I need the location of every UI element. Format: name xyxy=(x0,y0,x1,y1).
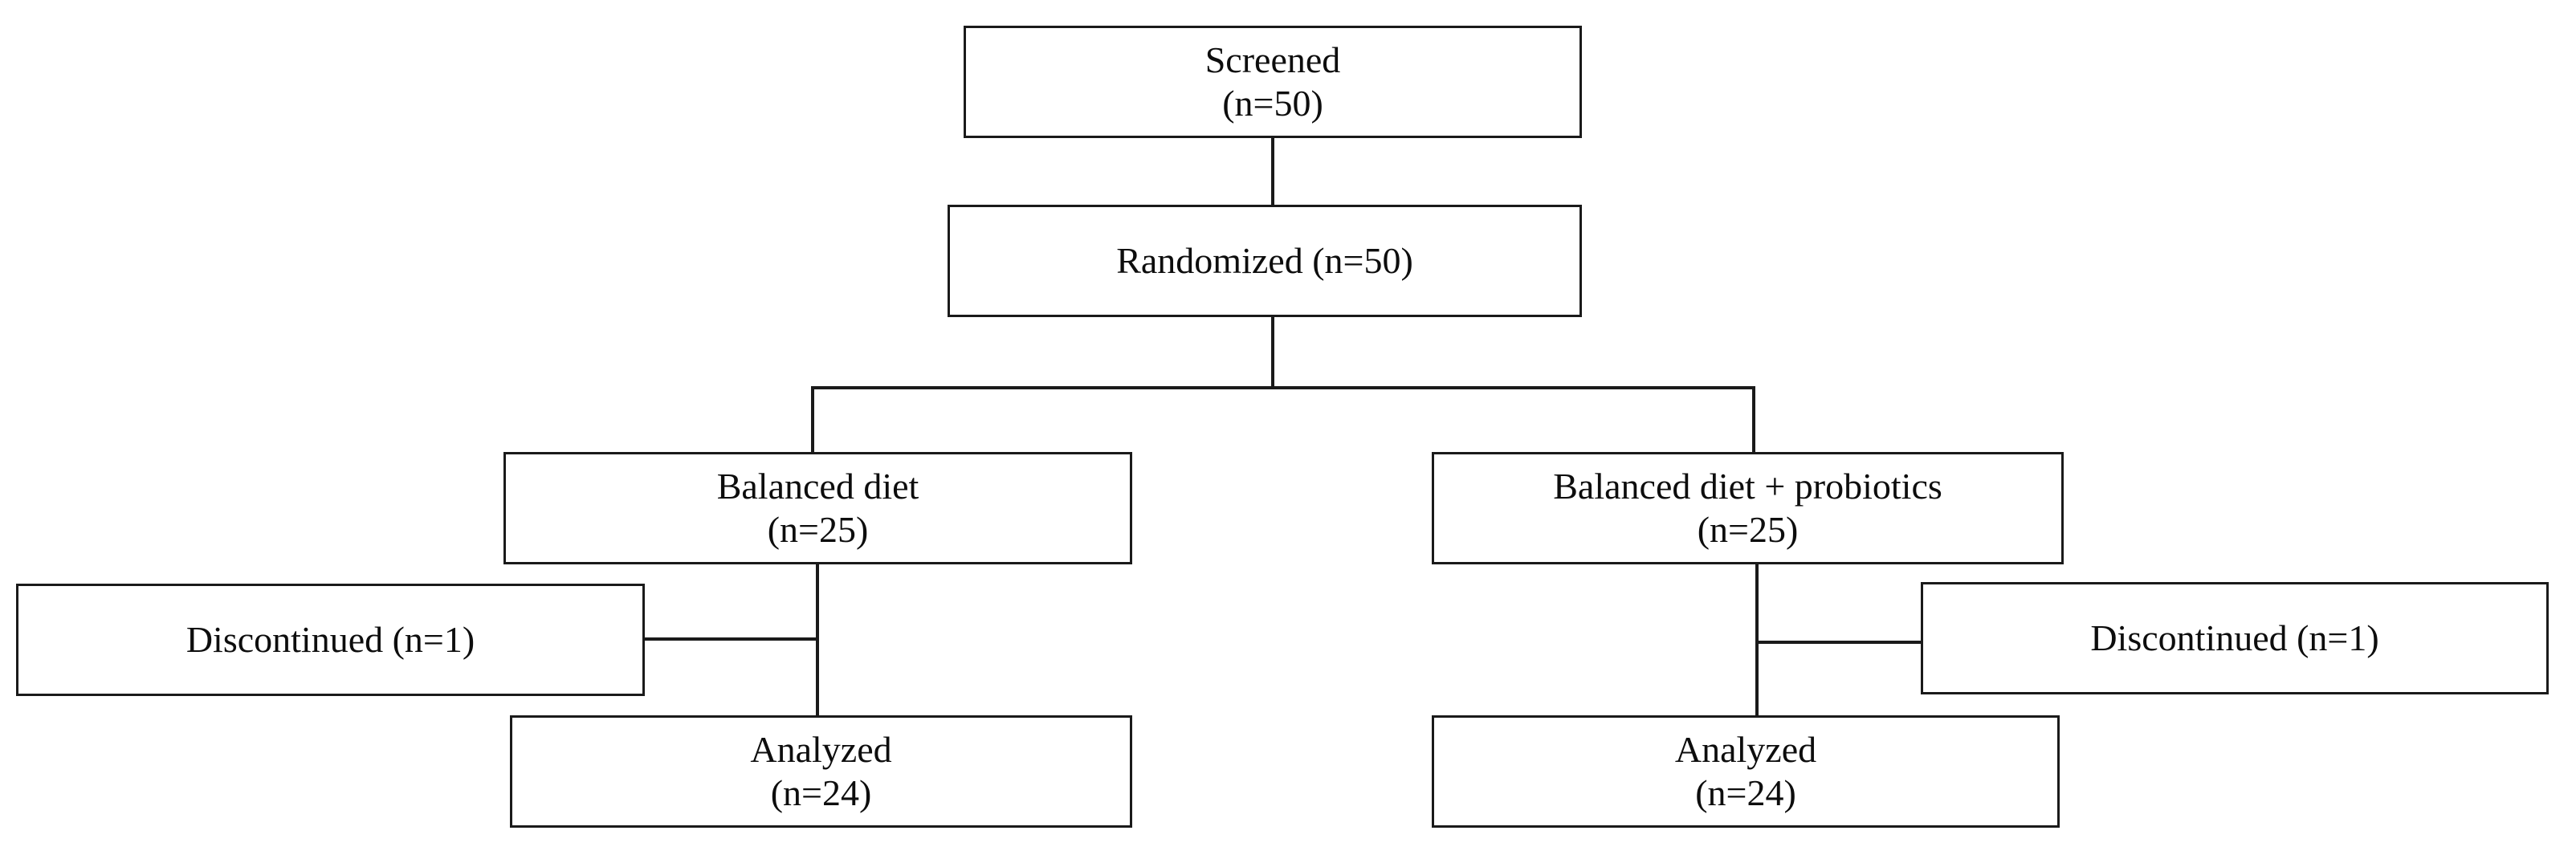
balanced-diet-box-label: Balanced diet xyxy=(716,465,919,507)
balanced-diet-box-count: (n=25) xyxy=(767,509,869,550)
balanced-diet-probiotics-box: Balanced diet + probiotics(n=25) xyxy=(1432,452,2064,564)
randomized-box: Randomized (n=50) xyxy=(948,205,1582,317)
analyzed-right-box-count: (n=24) xyxy=(1695,772,1796,813)
screened-box: Screened(n=50) xyxy=(964,26,1582,138)
randomized-box-label: Randomized (n=50) xyxy=(1116,239,1413,281)
balanced-diet-probiotics-box-count: (n=25) xyxy=(1697,509,1799,550)
analyzed-left-box-count: (n=24) xyxy=(770,772,872,813)
analyzed-left-box-label: Analyzed xyxy=(750,728,892,770)
discontinued-left-box-label: Discontinued (n=1) xyxy=(185,618,475,660)
analyzed-left-box: Analyzed(n=24) xyxy=(510,715,1132,828)
balanced-diet-probiotics-box-label: Balanced diet + probiotics xyxy=(1553,465,1942,507)
discontinued-right-box: Discontinued (n=1) xyxy=(1921,582,2549,694)
connector-split-right-down xyxy=(1752,386,1755,454)
connector-randomized-drop xyxy=(1271,317,1274,388)
analyzed-right-box: Analyzed(n=24) xyxy=(1432,715,2060,828)
discontinued-right-box-label: Discontinued (n=1) xyxy=(2090,617,2379,658)
discontinued-left-box: Discontinued (n=1) xyxy=(16,584,645,696)
screened-box-count: (n=50) xyxy=(1222,83,1323,124)
screened-box-label: Screened xyxy=(1204,39,1341,80)
connector-split-left-down xyxy=(811,386,814,454)
balanced-diet-box: Balanced diet(n=25) xyxy=(503,452,1132,564)
connector-screened-to-randomized xyxy=(1271,138,1274,205)
connector-right-arm-vertical xyxy=(1755,562,1759,718)
connector-split-horizontal xyxy=(811,386,1755,389)
analyzed-right-box-label: Analyzed xyxy=(1674,728,1817,770)
connector-left-discontinued-horizontal xyxy=(645,637,819,641)
connector-right-discontinued-horizontal xyxy=(1755,641,1922,644)
